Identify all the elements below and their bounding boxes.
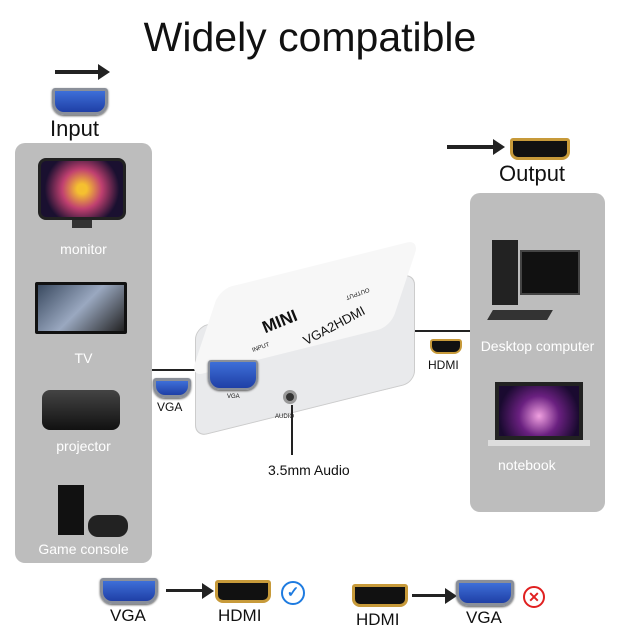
audio-connection-line [291, 405, 293, 455]
hdmi-port-icon [510, 138, 570, 160]
notebook-image [495, 382, 583, 440]
check-circle-icon: ✓ [281, 581, 305, 605]
projector-image [42, 390, 120, 430]
vga-port-icon [153, 378, 191, 398]
arrow-right-icon [55, 64, 110, 80]
page-title: Widely compatible [143, 14, 477, 60]
device-vga-text: VGA [227, 394, 240, 400]
hdmi-connection-line [415, 330, 470, 332]
monitor-stand [72, 220, 92, 228]
game-console-image [58, 485, 84, 535]
hdmi-port-icon [352, 584, 408, 607]
vga-port-icon [456, 580, 514, 606]
source-label-game-console: Game console [38, 541, 129, 557]
device-audio-port [283, 390, 297, 404]
vga-connection-label: VGA [157, 400, 183, 414]
vga-port-icon [100, 578, 158, 604]
hdmi-connection-label: HDMI [428, 358, 459, 372]
device-vga-port [208, 360, 258, 390]
arrow-right-icon [447, 139, 505, 155]
arrow-right-icon [166, 583, 214, 599]
source-label-tv: TV [74, 350, 93, 366]
conversion-to: HDMI [218, 606, 262, 625]
keyboard-image [487, 310, 553, 320]
audio-connection-label: 3.5mm Audio [268, 462, 350, 478]
vga-port-icon [52, 88, 108, 115]
x-circle-icon: ✕ [523, 586, 545, 608]
conversion-from: HDMI [356, 610, 400, 629]
target-label-notebook: notebook [498, 457, 556, 473]
device-audio-text: AUDIO [275, 414, 295, 420]
desktop-monitor-image [520, 250, 580, 295]
desktop-tower-image [492, 240, 518, 305]
arrow-right-icon [412, 588, 457, 604]
notebook-base [488, 440, 590, 446]
monitor-image [38, 158, 126, 220]
conversion-to: VGA [466, 608, 502, 627]
game-controller-image [88, 515, 128, 537]
target-label-desktop: Desktop computer [480, 338, 595, 354]
hdmi-port-icon [430, 339, 462, 354]
source-label-monitor: monitor [60, 241, 107, 257]
vga-connection-line [152, 369, 207, 371]
output-label: Output [499, 161, 566, 186]
hdmi-port-icon [215, 580, 271, 603]
tv-image [35, 282, 127, 334]
source-label-projector: projector [56, 438, 111, 454]
conversion-from: VGA [110, 606, 146, 625]
input-label: Input [50, 116, 99, 141]
